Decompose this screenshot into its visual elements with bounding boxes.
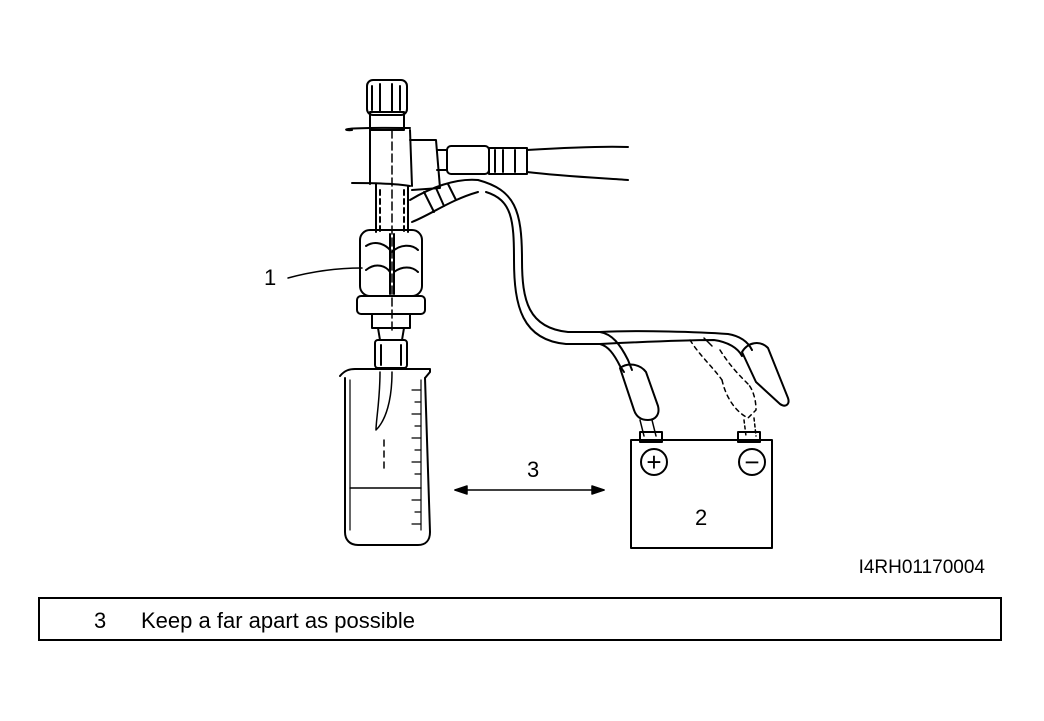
figure-id: I4RH01170004 [859,557,986,578]
label-1-leader [287,267,363,279]
label-2: 2 [695,505,707,530]
label-3: 3 [527,457,539,482]
fuel-rail [345,79,629,191]
battery-positive-symbol: + [646,447,661,477]
test-cable [477,179,790,437]
battery [630,431,773,549]
injector [356,129,479,369]
legend-number: 3 [94,608,107,633]
label-1: 1 [264,265,276,290]
legend-text: Keep a far apart as possible [141,608,415,633]
battery-negative-symbol: − [744,447,759,477]
measuring-cylinder [339,368,431,546]
legend-box: 3 Keep a far apart as possible [38,597,1002,641]
distance-arrow [454,485,605,495]
